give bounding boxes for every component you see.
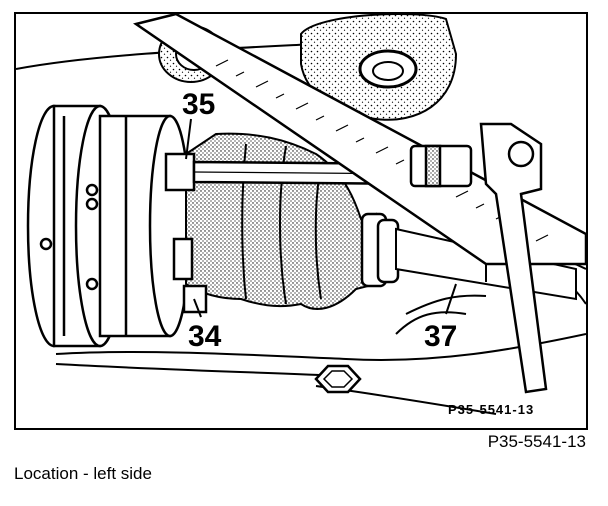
- mount-bolt: [314, 364, 362, 394]
- socket-wrench: [409, 122, 548, 394]
- figure-caption: Location - left side: [14, 464, 152, 483]
- boot-clamp: [360, 212, 400, 288]
- drive-flange: [26, 104, 192, 348]
- illustration-svg: 35 34 37 P35-5541-13: [16, 14, 586, 417]
- figure-code: P35-5541-13: [487, 432, 586, 451]
- callout-37: 37: [424, 320, 457, 353]
- callout-34: 34: [188, 320, 222, 353]
- technical-illustration: 35 34 37 P35-5541-13: [14, 12, 588, 430]
- callout-35: 35: [182, 88, 215, 121]
- upper-mount: [300, 14, 458, 121]
- inner-figure-code: P35-5541-13: [448, 402, 534, 417]
- leader-lines: [185, 118, 457, 318]
